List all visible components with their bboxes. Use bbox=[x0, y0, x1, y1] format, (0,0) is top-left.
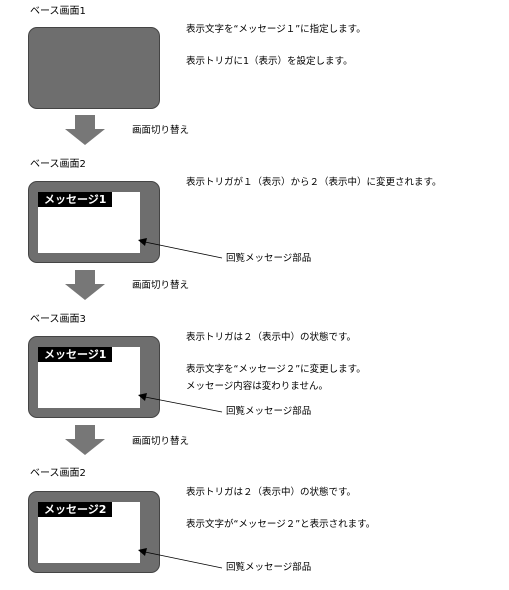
step1-note-2: 表示トリガに1（表示）を設定します。 bbox=[186, 56, 353, 67]
step4-message-part: メッセージ2 bbox=[38, 502, 140, 563]
step4-screen: メッセージ2 bbox=[28, 491, 160, 573]
step4-title: ベース画面2 bbox=[30, 468, 86, 479]
step3-message-part: メッセージ1 bbox=[38, 347, 140, 408]
transition1-label: 画面切り替え bbox=[132, 125, 190, 136]
step2-note-1: 表示トリガが１（表示）から２（表示中）に変更されます。 bbox=[186, 177, 442, 188]
down-arrow-icon bbox=[65, 115, 105, 145]
down-arrow-icon bbox=[65, 425, 105, 455]
step3-note-1: 表示トリガは２（表示中）の状態です。 bbox=[186, 332, 357, 343]
step4-note-1: 表示トリガは２（表示中）の状態です。 bbox=[186, 487, 357, 498]
step1-note-1: 表示文字を“メッセージ１”に指定します。 bbox=[186, 24, 366, 35]
transition2-label: 画面切り替え bbox=[132, 280, 190, 291]
step3-part-label: 回覧メッセージ部品 bbox=[226, 406, 312, 417]
step4-part-label: 回覧メッセージ部品 bbox=[226, 562, 312, 573]
step2-title: ベース画面2 bbox=[30, 159, 86, 170]
step3-title: ベース画面3 bbox=[30, 314, 86, 325]
step2-screen: メッセージ1 bbox=[28, 181, 160, 263]
step2-message-text: メッセージ1 bbox=[38, 192, 113, 207]
step3-note-3: メッセージ内容は変わりません。 bbox=[186, 381, 329, 392]
down-arrow-icon bbox=[65, 270, 105, 300]
step3-message-text: メッセージ1 bbox=[38, 347, 113, 362]
step1-screen bbox=[28, 27, 160, 109]
step1-title: ベース画面1 bbox=[30, 6, 86, 17]
step2-message-part: メッセージ1 bbox=[38, 192, 140, 253]
transition3-label: 画面切り替え bbox=[132, 436, 190, 447]
step3-note-2: 表示文字を“メッセージ２”に変更します。 bbox=[186, 364, 366, 375]
step3-screen: メッセージ1 bbox=[28, 336, 160, 418]
step2-part-label: 回覧メッセージ部品 bbox=[226, 253, 312, 264]
step4-message-text: メッセージ2 bbox=[38, 502, 113, 517]
step4-note-2: 表示文字が“メッセージ２”と表示されます。 bbox=[186, 519, 376, 530]
